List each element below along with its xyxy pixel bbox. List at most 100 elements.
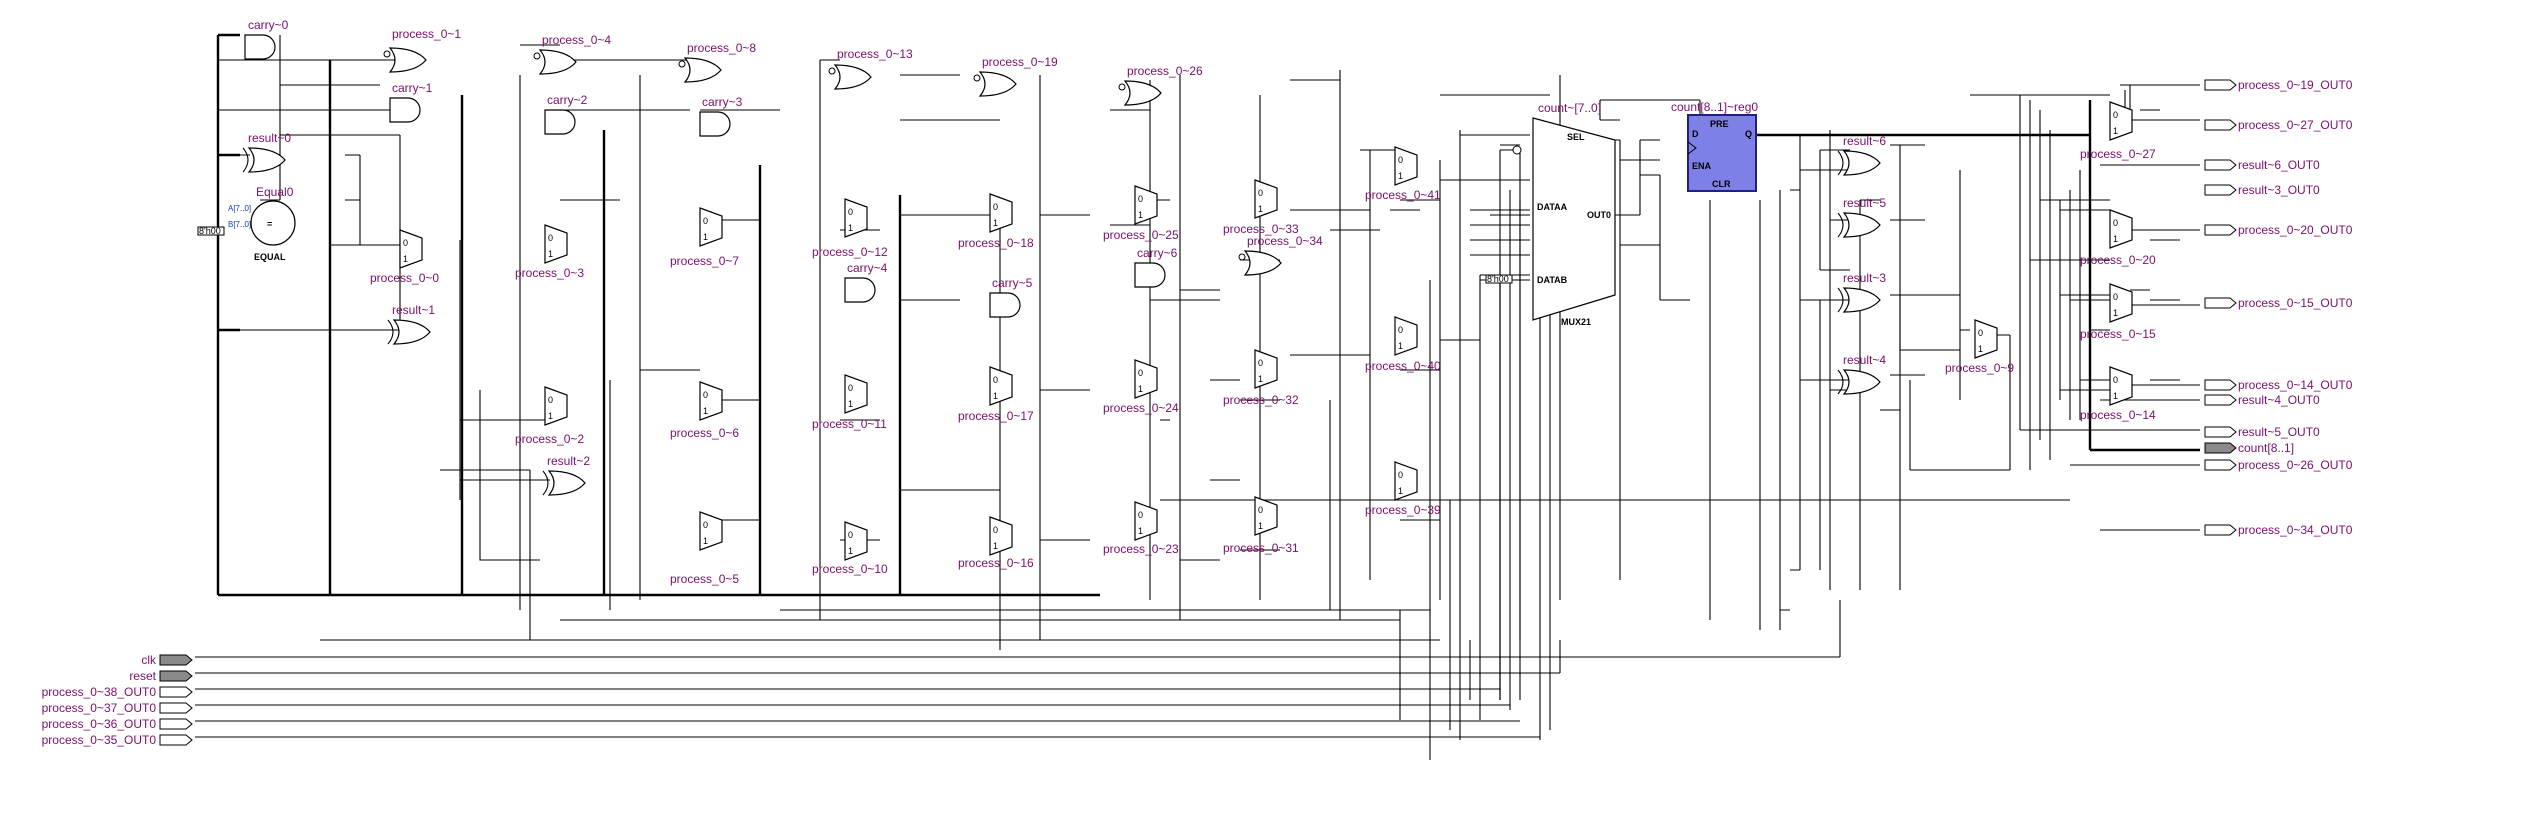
and-gate-carry-0[interactable]: carry~0 — [244, 18, 289, 60]
mux-port-1: 1 — [848, 546, 853, 556]
and-gate-carry-4[interactable]: carry~4 — [844, 261, 888, 303]
and-gate-carry-3[interactable]: carry~3 — [699, 95, 743, 137]
xor-gate-result-4[interactable]: result~4 — [1837, 353, 1886, 395]
mux-label: process_0~3 — [515, 266, 584, 280]
mux-port-0: 0 — [993, 202, 998, 212]
or-gate-process-0-8[interactable]: process_0~8 — [678, 41, 756, 83]
and-gate-carry-5[interactable]: carry~5 — [989, 276, 1033, 318]
mux21-sel: SEL — [1567, 132, 1585, 142]
and-gates: carry~0 carry~1 carry~2 carry~3 carry~4 carry… — [244, 18, 1178, 318]
or-gate-process-0-19[interactable]: process_0~19 — [973, 55, 1058, 97]
xor-gate-result-2[interactable]: result~2 — [542, 454, 590, 496]
output-port-process-0-19-out0[interactable]: process_0~19_OUT0 — [2204, 78, 2353, 92]
or-gate-process-0-4[interactable]: process_0~4 — [533, 33, 611, 75]
output-port-process-0-26-out0[interactable]: process_0~26_OUT0 — [2204, 458, 2353, 472]
output-port-label: result~6_OUT0 — [2238, 158, 2320, 172]
or-gate-process-0-34[interactable]: process_0~34 — [1238, 234, 1323, 276]
mux21-name: MUX21 — [1561, 317, 1591, 327]
output-port-process-0-27-out0[interactable]: process_0~27_OUT0 — [2204, 118, 2353, 132]
mux-label: process_0~31 — [1223, 541, 1299, 555]
output-port-result-5-out0[interactable]: result~5_OUT0 — [2204, 425, 2320, 439]
comparator-equal0[interactable]: = Equal0 EQUAL A[7..0] B[7..0] 8'h00 — [197, 185, 296, 262]
or-gate-process-0-13[interactable]: process_0~13 — [828, 47, 913, 90]
mux21[interactable]: SEL DATAA DATAB OUT0 MUX21 count~[7..0] … — [1485, 101, 1616, 327]
and-gate-label: carry~3 — [702, 95, 743, 109]
xor-gate-result-6[interactable]: result~6 — [1837, 134, 1886, 176]
and-gate-carry-2[interactable]: carry~2 — [544, 93, 588, 135]
mux-port-1: 1 — [1978, 344, 1983, 354]
xor-gate-result-1[interactable]: result~1 — [387, 303, 435, 345]
mux-port-1: 1 — [2113, 126, 2118, 136]
xor-gate-result-0[interactable]: result~0 — [242, 131, 291, 173]
or-gate-process-0-26[interactable]: process_0~26 — [1118, 64, 1203, 106]
xor-gate-result-3[interactable]: result~3 — [1837, 271, 1886, 313]
input-port-process-0-36-out0[interactable]: process_0~36_OUT0 — [42, 717, 193, 731]
output-port-result-3-out0[interactable]: result~3_OUT0 — [2204, 183, 2320, 197]
or-gate-label: process_0~34 — [1247, 234, 1323, 248]
output-port-label: process_0~19_OUT0 — [2238, 78, 2353, 92]
and-gate-label: carry~5 — [992, 276, 1033, 290]
input-port-process-0-38-out0[interactable]: process_0~38_OUT0 — [42, 685, 193, 699]
input-port-label: reset — [129, 669, 156, 683]
mux-label: process_0~5 — [670, 572, 739, 586]
output-port-result-4-out0[interactable]: result~4_OUT0 — [2204, 393, 2320, 407]
input-port-process-0-37-out0[interactable]: process_0~37_OUT0 — [42, 701, 193, 715]
output-port-process-0-14-out0[interactable]: process_0~14_OUT0 — [2204, 378, 2353, 392]
comparator-in-b: B[7..0] — [228, 220, 251, 229]
or-gate-process-0-1[interactable]: process_0~1 — [383, 27, 461, 73]
mux-port-1: 1 — [848, 223, 853, 233]
input-port-process-0-35-out0[interactable]: process_0~35_OUT0 — [42, 733, 193, 747]
and-gate-carry-6[interactable]: carry~6 — [1134, 246, 1178, 288]
output-port-label: result~4_OUT0 — [2238, 393, 2320, 407]
output-port-process-0-15-out0[interactable]: process_0~15_OUT0 — [2204, 296, 2353, 310]
output-port-process-0-34-out0[interactable]: process_0~34_OUT0 — [2204, 523, 2353, 537]
and-gate-carry-1[interactable]: carry~1 — [389, 81, 433, 123]
mux-label: process_0~6 — [670, 426, 739, 440]
register-count[interactable]: count[8..1]~reg0 PRE D Q ENA CLR — [1671, 100, 1758, 192]
output-ports: process_0~19_OUT0 process_0~27_OUT0result… — [2204, 78, 2353, 537]
output-port-count-8-1[interactable]: count[8..1] — [2204, 441, 2294, 455]
or-gate-label: process_0~26 — [1127, 64, 1203, 78]
register-q: Q — [1745, 129, 1752, 139]
mux-port-1: 1 — [1398, 171, 1403, 181]
input-port-reset[interactable]: reset — [129, 669, 193, 683]
xor-gate-label: result~3 — [1843, 271, 1886, 285]
output-port-process-0-20-out0[interactable]: process_0~20_OUT0 — [2204, 223, 2353, 237]
output-port-result-6-out0[interactable]: result~6_OUT0 — [2204, 158, 2320, 172]
mux-label: process_0~27 — [2080, 147, 2156, 161]
register-label: count[8..1]~reg0 — [1671, 100, 1758, 114]
mux-label: process_0~7 — [670, 254, 739, 268]
and-gate-label: carry~6 — [1137, 246, 1178, 260]
xor-gate-result-5[interactable]: result~5 — [1837, 196, 1886, 238]
mux21-dataa: DATAA — [1537, 202, 1568, 212]
mux-label: process_0~14 — [2080, 408, 2156, 422]
input-port-clk[interactable]: clk — [141, 653, 193, 667]
